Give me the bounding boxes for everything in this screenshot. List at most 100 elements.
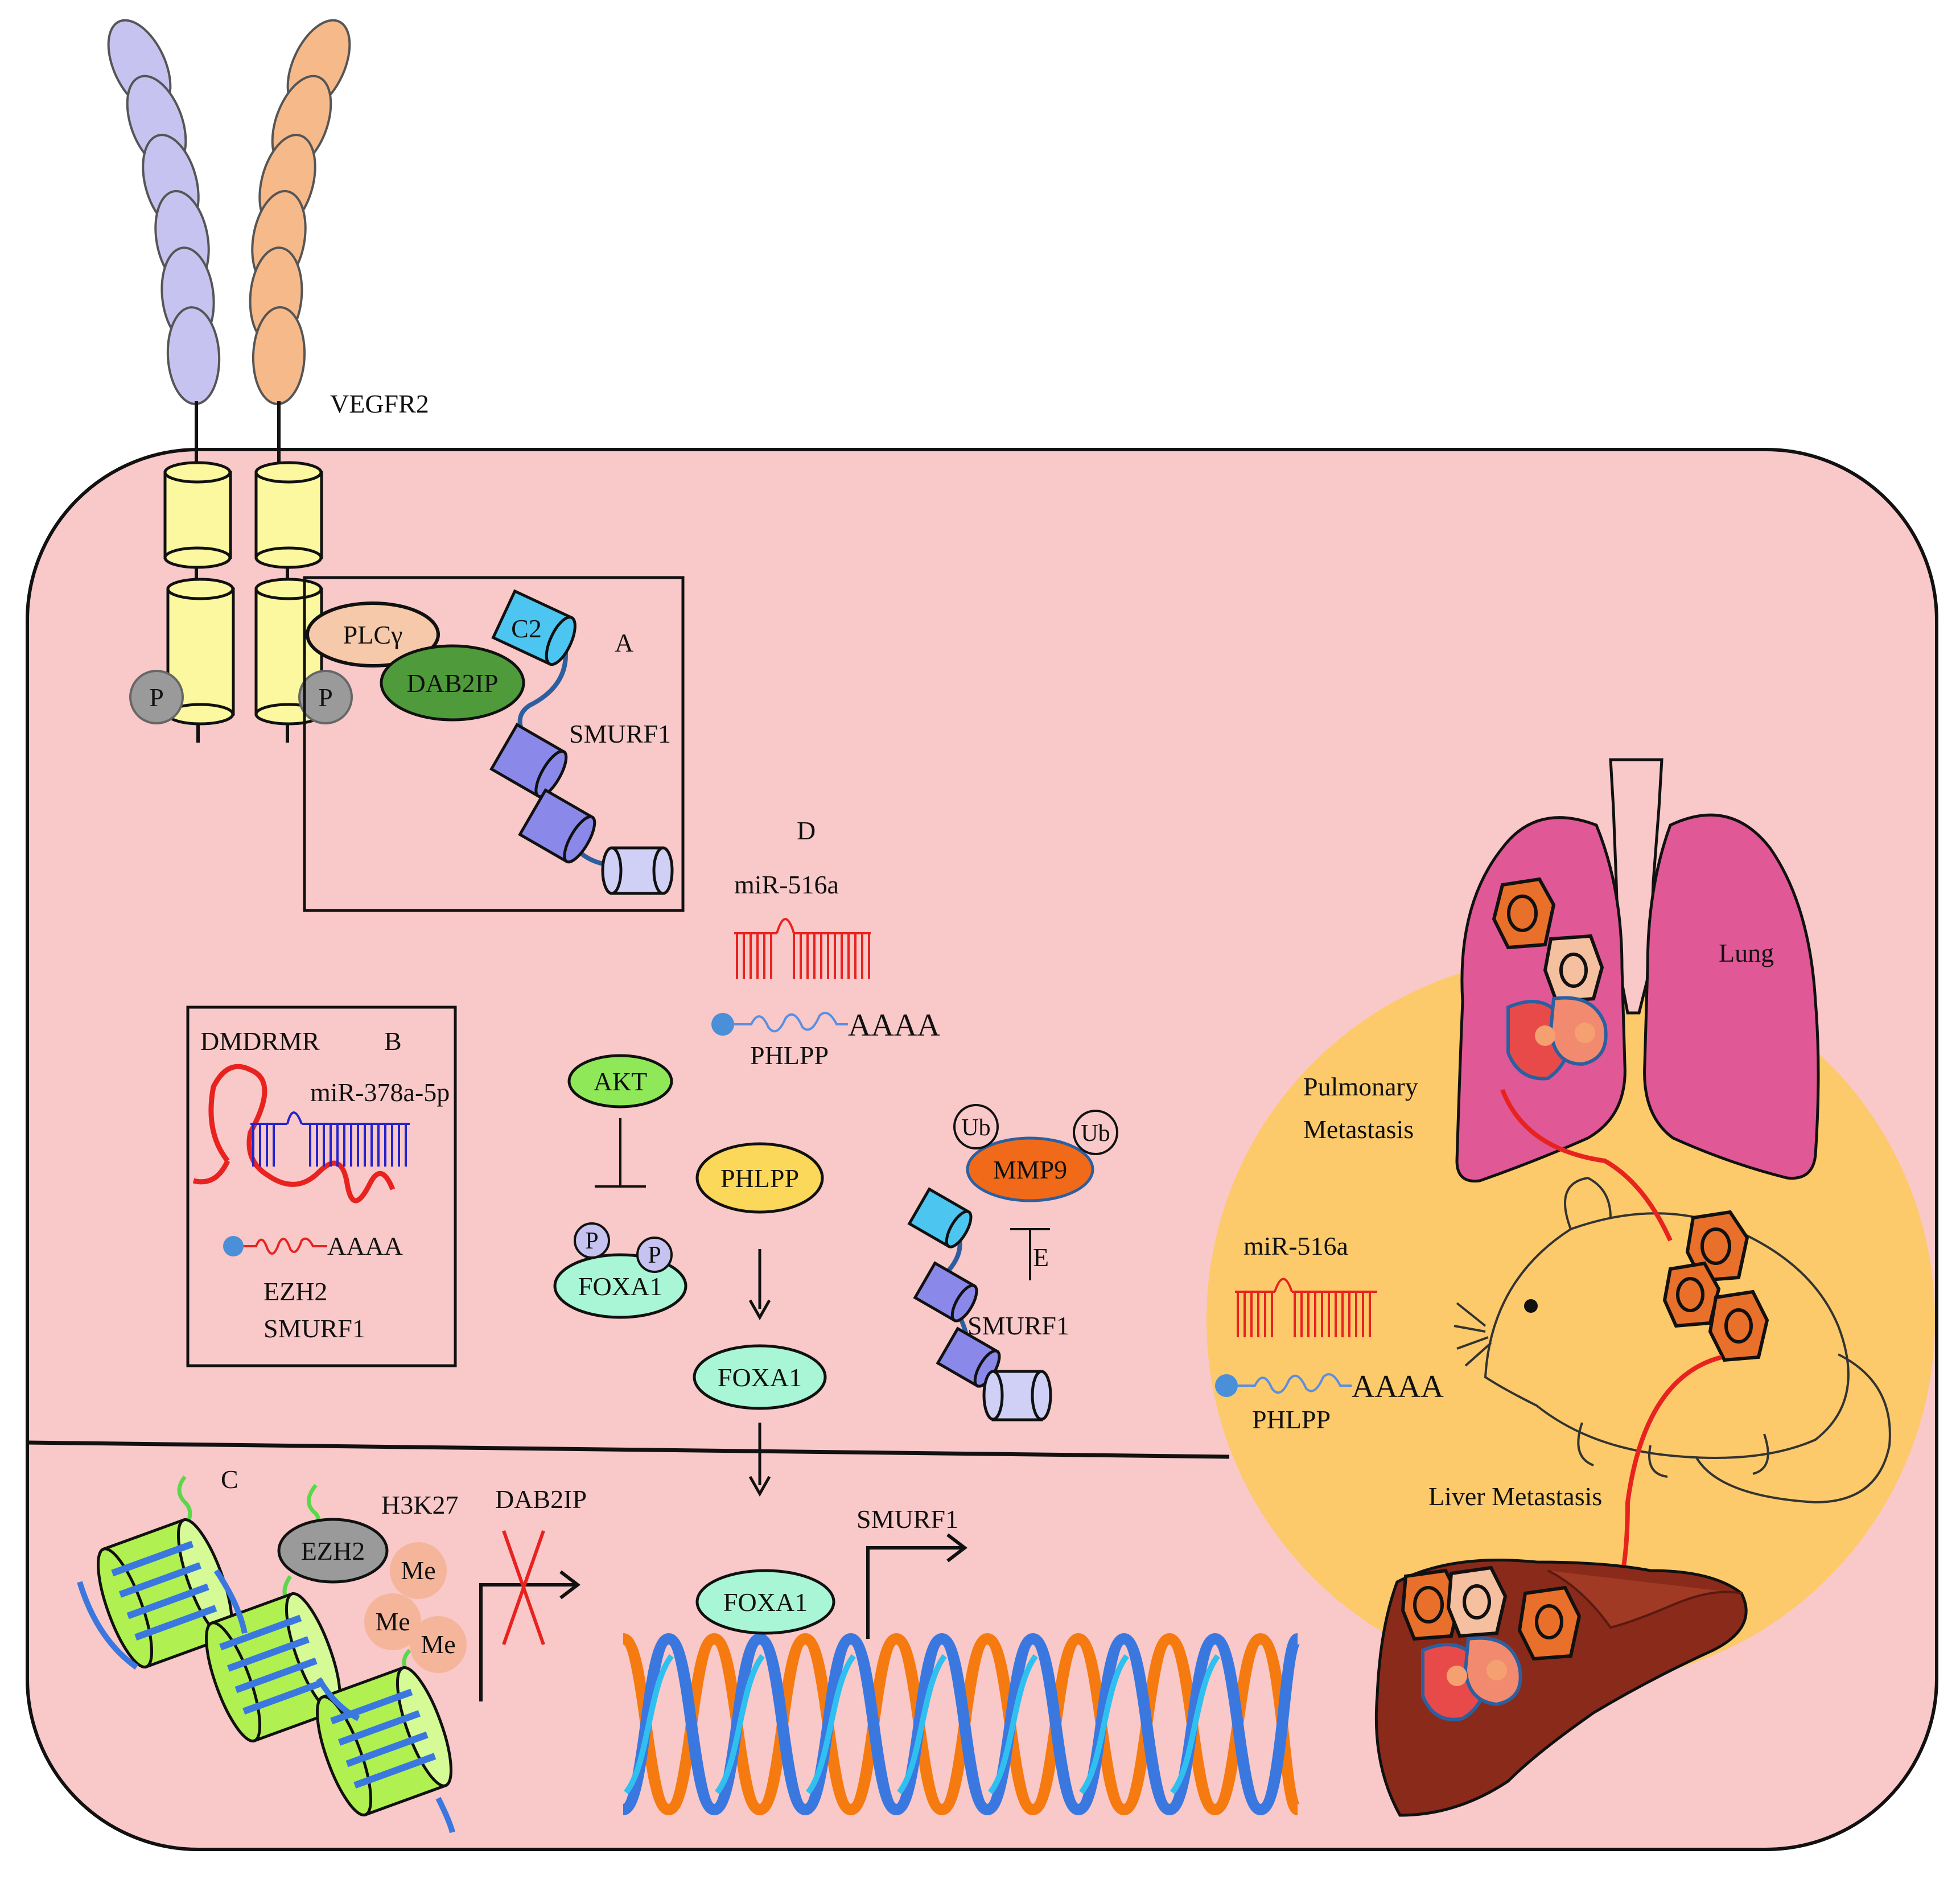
- phospho-right-label: P: [318, 683, 333, 712]
- panel-a: PLCγ DAB2IP C2 A SMURF1: [303, 576, 685, 912]
- foxa1-p-left: [574, 1222, 610, 1259]
- foxa1-phospho-label: FOXA1: [578, 1272, 662, 1301]
- panel-e: MMP9 Ub Ub E SMURF1: [907, 1104, 1118, 1421]
- nucleosome-3: [316, 1666, 452, 1817]
- phospho-left-label: P: [149, 683, 164, 712]
- dmdrmr-tail: [192, 1160, 230, 1185]
- plcg-protein: [306, 601, 440, 667]
- methyl-2: [364, 1593, 421, 1650]
- phlpp-label: PHLPP: [720, 1164, 799, 1193]
- dab2ip-protein: [380, 644, 525, 722]
- mrna-cap-right: [1215, 1374, 1238, 1397]
- mir516a-label: miR-516a: [734, 870, 839, 899]
- smurf1-gene-label: SMURF1: [857, 1505, 958, 1534]
- foxa1-protein: [693, 1344, 827, 1410]
- ub-right-label: Ub: [1081, 1120, 1110, 1147]
- smurf1-e-label: SMURF1: [967, 1311, 1069, 1340]
- liver-lobe: [1547, 1569, 1742, 1629]
- panel-a-letter: A: [615, 628, 633, 657]
- mouse-tail: [1695, 1353, 1891, 1504]
- mrna-cap-d: [711, 1013, 734, 1036]
- linker-dna: [77, 1569, 455, 1833]
- block-cross-2: [502, 1530, 545, 1645]
- smurf1-b-label: SMURF1: [263, 1314, 365, 1343]
- nucleosome-1: [97, 1518, 233, 1669]
- dna-helix: [621, 1633, 1301, 1816]
- foxa1-label: FOXA1: [718, 1363, 802, 1392]
- mmp9-label: MMP9: [993, 1155, 1067, 1184]
- liver-tumor-cells: [1401, 1565, 1582, 1721]
- hect-domain: [601, 846, 674, 895]
- lung: Lung Pulmonary Metastasis: [1303, 758, 1820, 1183]
- receptor-chain-left: [107, 19, 221, 405]
- dab2ip-c-label: DAB2IP: [495, 1485, 587, 1514]
- ezh2-c-protein: [277, 1518, 389, 1584]
- phlpp-protein: [695, 1142, 824, 1214]
- mouse-ear: [1564, 1176, 1612, 1230]
- liver-metastasis-label: Liver Metastasis: [1428, 1482, 1602, 1511]
- smurf1-e-domain-2: [936, 1326, 1001, 1388]
- dmdrmr-lncrna: [208, 1064, 396, 1204]
- foxa1-dna-label: FOXA1: [723, 1588, 808, 1617]
- mouse-tumor-cells: [1662, 1210, 1769, 1362]
- mouse-body: [1484, 1212, 1850, 1459]
- mouse-legs: [1577, 1422, 1769, 1478]
- mrna-d: [734, 1012, 848, 1033]
- dmdrmr-label: DMDRMR: [200, 1027, 320, 1056]
- panel-d-letter: D: [797, 816, 816, 845]
- kinase-cylinders: [166, 578, 323, 726]
- h3k27-label: H3K27: [381, 1490, 458, 1519]
- akt-label: AKT: [594, 1067, 648, 1096]
- smurf1-e-domain-1: [913, 1261, 978, 1322]
- mouse: [1453, 1176, 1891, 1504]
- methyl-1-label: Me: [401, 1556, 435, 1585]
- phlpp-right-label: PHLPP: [1252, 1405, 1331, 1434]
- methyl-3-label: Me: [421, 1630, 455, 1659]
- panel-a-box: [303, 576, 685, 912]
- lung-tumor-cells: [1492, 877, 1608, 1081]
- panel-b-letter: B: [384, 1027, 402, 1056]
- ub-left-label: Ub: [961, 1115, 990, 1141]
- panel-e-letter: E: [1033, 1243, 1049, 1272]
- mir378-label: miR-378a-5p: [310, 1078, 450, 1107]
- c2-domain: [491, 589, 577, 666]
- ezh2-c-label: EZH2: [301, 1536, 365, 1565]
- lung-label: Lung: [1719, 938, 1774, 967]
- foxa1-p-left-label: P: [585, 1228, 598, 1254]
- phlpp-mrna-label: PHLPP: [750, 1041, 829, 1070]
- receptor-chain-right: [249, 19, 351, 405]
- methyl-2-label: Me: [375, 1607, 410, 1636]
- nucleosome-2: [205, 1592, 341, 1743]
- pulmonary-label-1: Pulmonary: [1303, 1072, 1418, 1101]
- methyl-1: [390, 1542, 447, 1599]
- right-lung: [1643, 813, 1820, 1180]
- panel-c: C EZH2 H3K27 Me Me M: [77, 1465, 587, 1833]
- mir516a-duplex: [734, 918, 871, 979]
- mrna-b: [244, 1237, 327, 1255]
- plcg-label: PLCγ: [343, 620, 403, 649]
- aaaa-right-label: AAAA: [1352, 1369, 1444, 1404]
- smurf1-domain-1: [489, 723, 568, 798]
- c2-label: C2: [511, 614, 542, 643]
- mrna-cap-b: [223, 1236, 244, 1256]
- smurf1-e-hect-domain: [982, 1370, 1052, 1421]
- foxa1-p-right-label: P: [648, 1242, 661, 1268]
- mouse-eye: [1524, 1299, 1538, 1313]
- smurf1-domain-2: [518, 788, 596, 864]
- mir378-duplex: [250, 1111, 410, 1167]
- mir516a-right-label: miR-516a: [1243, 1231, 1348, 1260]
- phospho-right: [298, 670, 353, 724]
- liver: Liver Metastasis: [1374, 1482, 1748, 1817]
- panel-c-letter: C: [221, 1465, 238, 1494]
- mmp9-protein: [966, 1136, 1094, 1202]
- smurf1-tss-arrow: [866, 1546, 962, 1639]
- aaaa-b-label: AAAA: [327, 1231, 403, 1260]
- ub-right: [1073, 1110, 1118, 1155]
- foxa1-dna-protein: [695, 1569, 835, 1635]
- panel-b: DMDRMR B miR-378a-5p AAAA EZH2 SMURF1: [186, 1006, 457, 1367]
- transmembrane-cylinders: [163, 461, 323, 569]
- metastasis-mirna: miR-516a AAAA PHLPP: [1215, 1231, 1444, 1434]
- phospho-left: [129, 670, 184, 724]
- panel-d: D miR-516a AAAA PHLPP AKT FOXA1 P P: [553, 816, 940, 1497]
- akt-protein: [567, 1054, 673, 1109]
